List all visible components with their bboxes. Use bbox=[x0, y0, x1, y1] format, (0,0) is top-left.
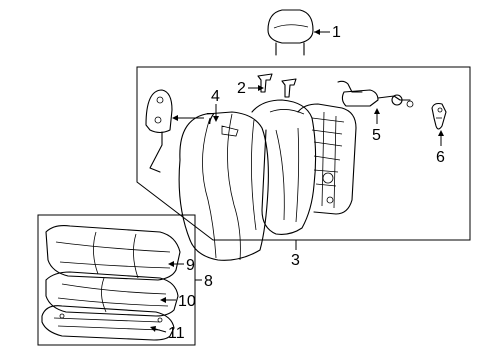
callout-5: 5 bbox=[372, 127, 381, 144]
leader-lines bbox=[150, 29, 444, 333]
callout-4: 4 bbox=[211, 88, 220, 105]
seat-back-group-frame bbox=[136, 66, 471, 241]
seat-cushion-cover-part bbox=[45, 225, 181, 281]
seat-back-frame-part bbox=[297, 103, 357, 215]
recliner-mechanism-part bbox=[337, 80, 414, 108]
callout-2: 2 bbox=[237, 80, 246, 97]
headrest-part bbox=[267, 9, 314, 56]
callout-11: 11 bbox=[168, 325, 185, 342]
callout-9: 9 bbox=[186, 257, 195, 274]
callout-3: 3 bbox=[291, 252, 300, 269]
clip-part bbox=[431, 102, 447, 130]
seat-cushion-frame-part bbox=[41, 305, 175, 341]
callout-8: 8 bbox=[204, 273, 213, 290]
callout-7: 7 bbox=[206, 111, 215, 128]
callout-1: 1 bbox=[332, 24, 341, 41]
side-trim-part bbox=[145, 89, 173, 173]
callout-10: 10 bbox=[178, 293, 196, 310]
callout-6: 6 bbox=[436, 149, 445, 166]
headrest-guide-part bbox=[257, 73, 297, 98]
seat-back-cover-part bbox=[178, 111, 269, 261]
seat-back-pad-part bbox=[251, 99, 317, 235]
